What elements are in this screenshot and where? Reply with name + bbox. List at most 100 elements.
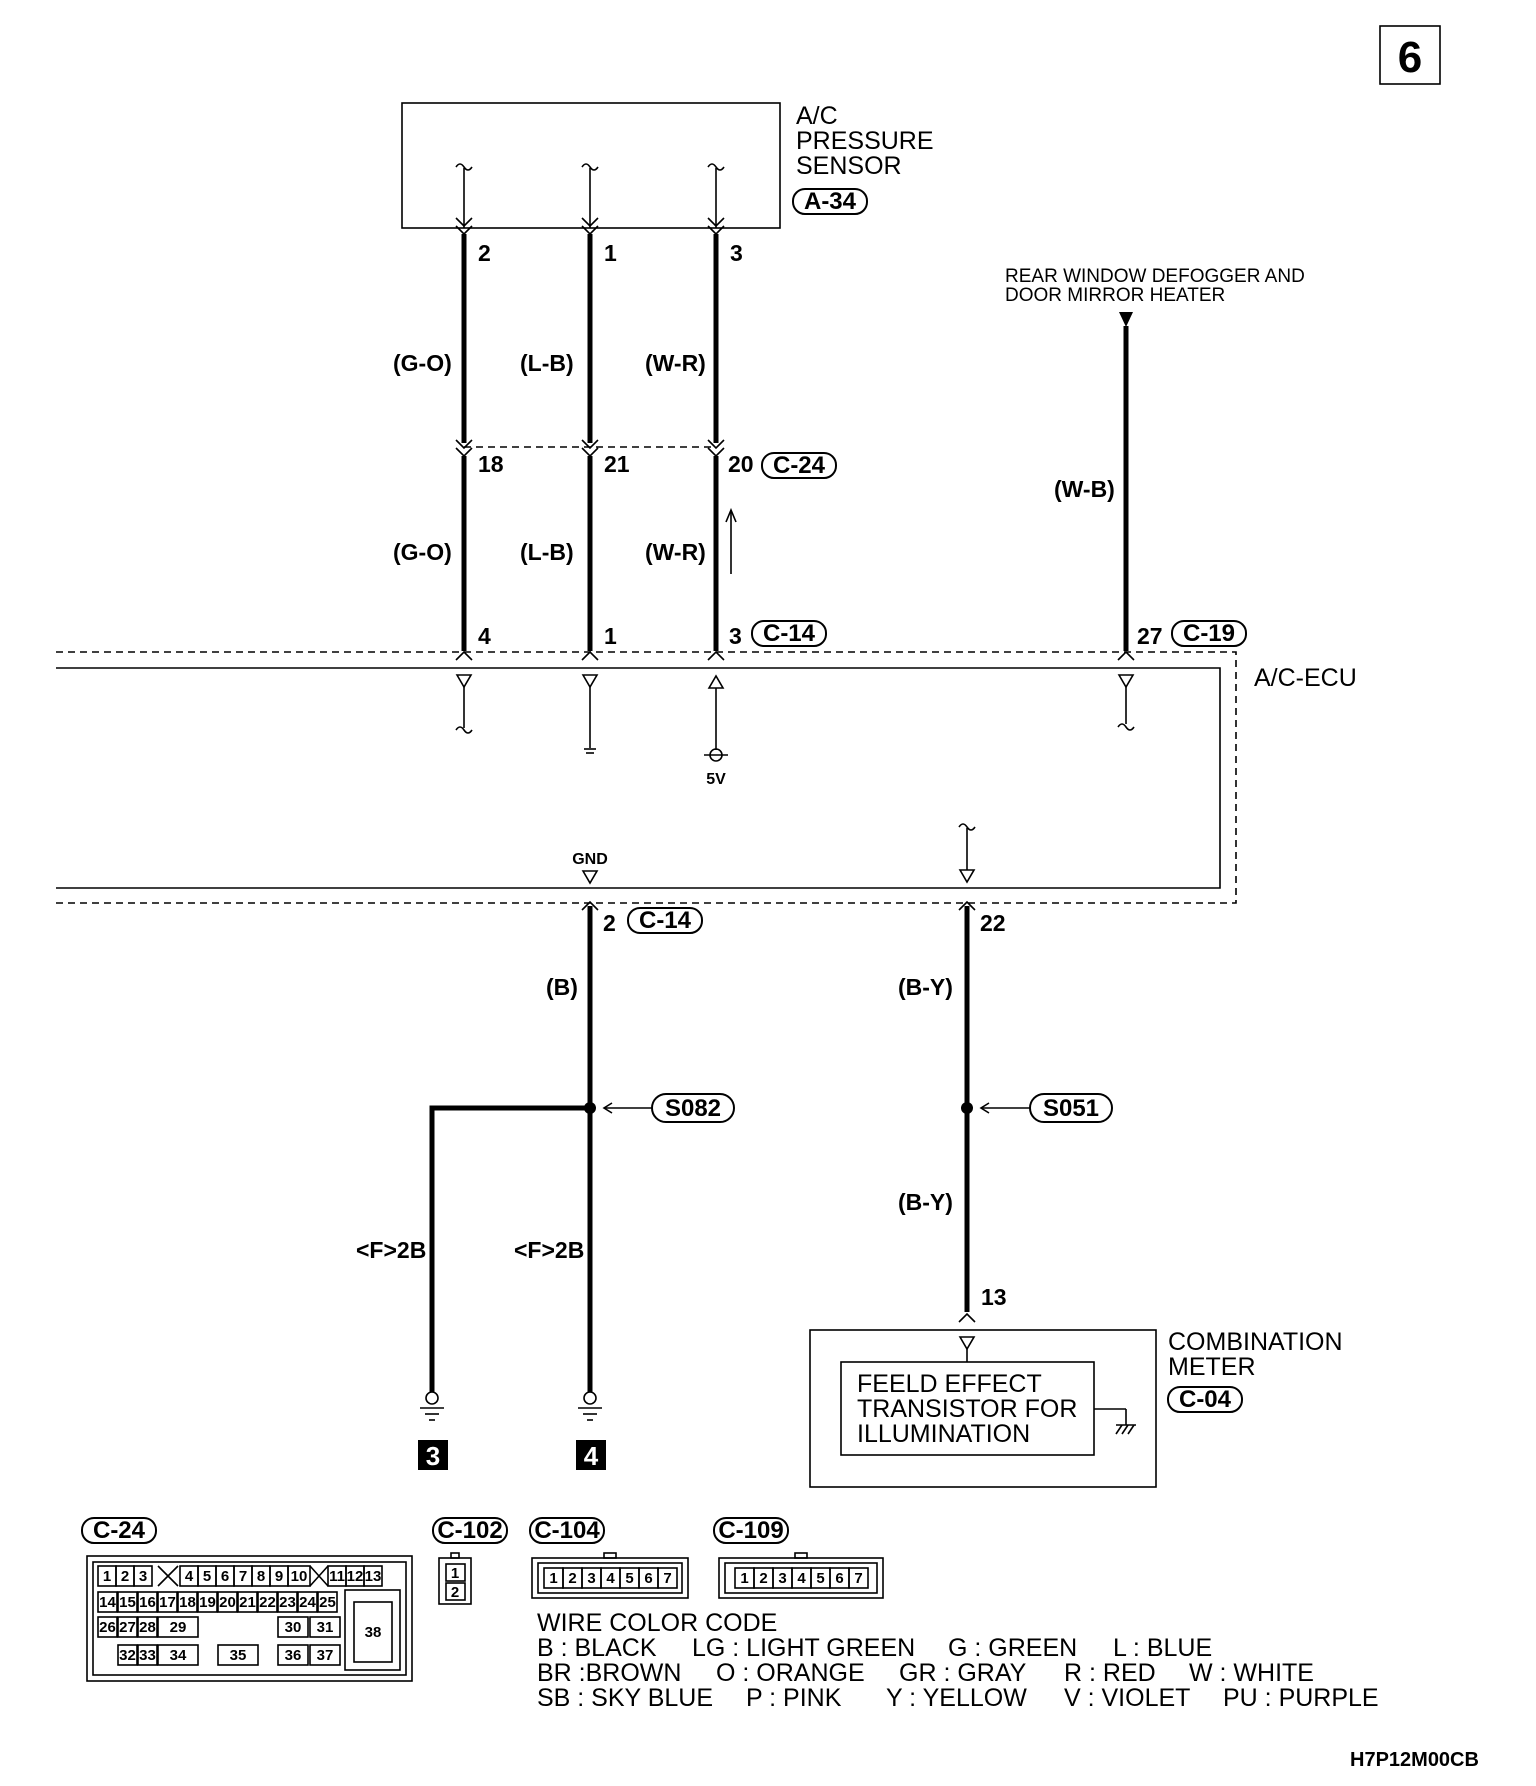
splice-s051-pointer [979, 1102, 1030, 1114]
connector-c24-pin-23: 23 [279, 1594, 296, 1611]
ecu-pin-1: 1 [604, 623, 617, 649]
color-code-r: R : RED [1064, 1659, 1156, 1687]
sensor-name-line1: A/C [796, 102, 838, 130]
ecu-dashed-outline [56, 651, 1237, 904]
connector-c24-pin-29: 29 [170, 1619, 187, 1636]
connector-c102-pin-1: 1 [451, 1565, 459, 1582]
connector-c24-pin-28-cell [137, 1616, 158, 1638]
connector-c24-pin-37: 37 [317, 1647, 334, 1664]
ecu-connector-c14-pill [751, 620, 827, 647]
connector-c24-pin-32-cell [117, 1644, 138, 1666]
connector-c104-pin-7-cell [657, 1567, 678, 1589]
ecu-connector-c14-bottom-pill [627, 907, 703, 934]
connector-c24-pin-2: 2 [121, 1568, 129, 1585]
connector-c24-pin-24: 24 [299, 1594, 316, 1611]
connector-c24-pin-26: 26 [99, 1619, 116, 1636]
connector-c24-pin-21-cell [237, 1591, 258, 1613]
connector-c24-pin-18-cell [177, 1591, 198, 1613]
connector-c24-pin-31-cell [309, 1616, 341, 1638]
connector-c24-pin-10: 10 [291, 1568, 308, 1585]
ecu-connector-c19: C-19 [1183, 620, 1235, 647]
wire-label-w-r-mid: (W-R) [645, 539, 706, 565]
connector-c24-pin-33: 33 [139, 1647, 156, 1664]
connector-c24-pin-1: 1 [103, 1568, 111, 1585]
wire-label-b-y-upper: (B-Y) [898, 974, 953, 1000]
connector-c24-pin-3-cell [133, 1565, 153, 1587]
ecu-box [56, 667, 1221, 889]
wire-label-w-b: (W-B) [1054, 476, 1115, 502]
connector-c24-pin-16-cell [137, 1591, 158, 1613]
color-code-br: BR :BROWN [537, 1659, 681, 1687]
junction-connector-pill [761, 452, 837, 479]
ecu-pin-4: 4 [478, 623, 491, 649]
connector-c24-pin-11: 11 [329, 1568, 345, 1585]
page-number-box [1379, 25, 1441, 85]
ecu-internal-circuits [455, 674, 1135, 885]
wire-label-g-o-upper: (G-O) [393, 350, 452, 376]
wire-label-w-r-upper: (W-R) [645, 350, 706, 376]
connector-c104-pin-6: 6 [644, 1570, 652, 1587]
ecu-connector-c14-bottom: C-14 [639, 907, 692, 934]
meter-name-line1: COMBINATION [1168, 1328, 1343, 1356]
connector-c24-label: C-24 [93, 1517, 146, 1544]
meter-ground [1094, 1408, 1136, 1435]
connector-c109-pill [713, 1517, 789, 1544]
sensor-pin-2: 2 [478, 240, 491, 266]
connector-c104-pin-2: 2 [568, 1570, 576, 1587]
connector-c102: 1 2 [438, 1552, 472, 1605]
ecu-pin-27: 27 [1137, 623, 1163, 649]
ground-4-badge [576, 1440, 606, 1470]
color-code-pu: PU : PURPLE [1223, 1684, 1379, 1712]
connector-c109-pin-4: 4 [797, 1570, 806, 1587]
transistor-label-line2: TRANSISTOR FOR [857, 1395, 1077, 1423]
connector-c24-pin-34-cell [157, 1644, 199, 1666]
junction-pin-18: 18 [478, 451, 504, 477]
connector-c24-pin-25-cell [317, 1591, 338, 1613]
meter-name-line2: METER [1168, 1353, 1256, 1381]
wire-label-f2b-right: <F>2B [514, 1237, 584, 1263]
connector-c24-pin-35: 35 [230, 1647, 247, 1664]
connector-c24-pin-29-cell [157, 1616, 199, 1638]
sensor-connector-pill [792, 188, 868, 215]
connector-c24-pin-13-cell [363, 1565, 383, 1587]
connector-c24-pin-36: 36 [285, 1647, 302, 1664]
wire-branch-left [429, 1105, 590, 1392]
connector-c24-pin-28: 28 [139, 1619, 156, 1636]
ground-4-label: 4 [584, 1441, 599, 1471]
connector-c24-pin-3: 3 [139, 1568, 147, 1585]
diagram-code: H7P12M00CB [1350, 1749, 1479, 1771]
connector-c24-pin-14-cell [97, 1591, 118, 1613]
ecu-bottom-terminals [581, 900, 976, 911]
connector-c24-pin-9: 9 [275, 1568, 283, 1585]
connector-c24-pin-14: 14 [99, 1594, 116, 1611]
connector-c24-pin-20: 20 [219, 1594, 236, 1611]
connector-c102-pin-2: 2 [451, 1584, 459, 1601]
splice-s051-pill [1029, 1093, 1113, 1123]
sensor-pin-1: 1 [604, 240, 617, 266]
sensor-name-line2: PRESSURE [796, 127, 934, 155]
ecu-gnd-label: GND [572, 851, 608, 868]
connector-c109-pin-5: 5 [816, 1570, 824, 1587]
sensor-connector: A-34 [804, 188, 857, 215]
ecu-top-terminals [455, 650, 1135, 661]
defogger-label-line1: REAR WINDOW DEFOGGER AND [1005, 266, 1305, 287]
connector-c102-label: C-102 [437, 1517, 502, 1544]
connector-c24-pin-32: 32 [119, 1647, 136, 1664]
signal-arrow-up [725, 507, 737, 574]
transistor-label-line3: ILLUMINATION [857, 1420, 1030, 1448]
connector-c24-pin-34: 34 [170, 1647, 187, 1664]
connector-c24-pin-30-cell [277, 1616, 309, 1638]
junction-pin-20: 20 [728, 451, 754, 477]
ground-3-badge [418, 1440, 448, 1470]
sensor-name-line3: SENSOR [796, 152, 902, 180]
junction-pin-21: 21 [604, 451, 630, 477]
meter-connector-pill [1167, 1386, 1243, 1413]
page-number: 6 [1398, 33, 1422, 82]
color-code-p: P : PINK [746, 1684, 842, 1712]
sensor-terminals [455, 163, 725, 236]
ground-3-label: 3 [426, 1441, 440, 1471]
color-code-y: Y : YELLOW [886, 1684, 1027, 1712]
connector-c24-pin-6: 6 [221, 1568, 229, 1585]
